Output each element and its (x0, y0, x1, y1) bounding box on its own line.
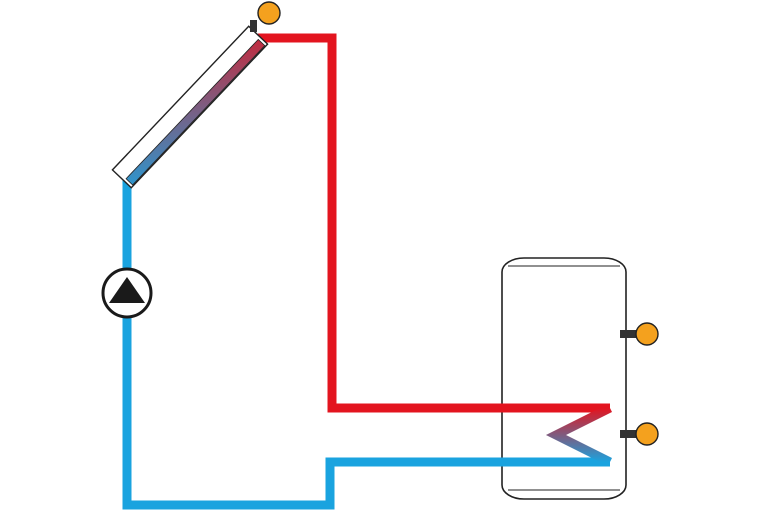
storage-tank (501, 257, 627, 500)
collector-absorber (125, 38, 266, 186)
pump-triangle-icon (101, 267, 153, 319)
heat-exchanger-coil (545, 403, 613, 467)
cold-return-pipe (122, 176, 610, 510)
collector-frame (111, 25, 269, 189)
solar-collector (111, 25, 269, 189)
temperature-sensor-icon (620, 422, 659, 446)
temperature-sensor-icon (620, 322, 659, 346)
hot-flow-pipe (258, 33, 610, 413)
temperature-sensor-icon (250, 1, 281, 32)
